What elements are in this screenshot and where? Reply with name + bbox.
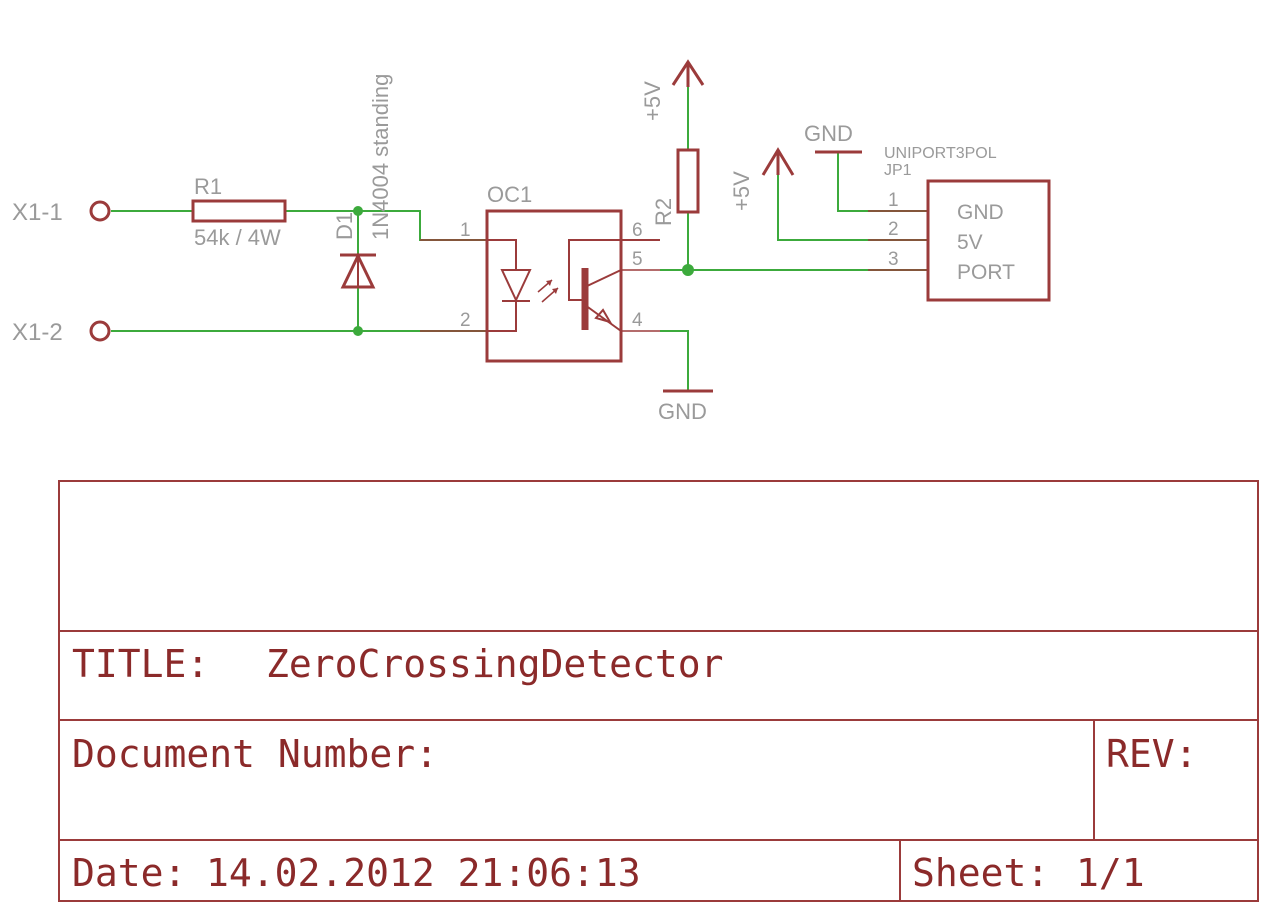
- gnd-label: GND: [804, 121, 853, 146]
- date-label: Date:: [72, 851, 186, 895]
- oc1-name: OC1: [487, 182, 532, 207]
- date-value: 14.02.2012 21:06:13: [206, 851, 641, 895]
- vcc-label: +5V: [640, 81, 665, 121]
- gnd-label: GND: [658, 399, 707, 424]
- oc1-pin-6: 6: [632, 220, 643, 241]
- oc1-pin-4: 4: [632, 310, 643, 331]
- sheet-value: 1/1: [1076, 851, 1145, 895]
- document-number-label: Document Number:: [72, 732, 438, 776]
- jp1-signal-5v: 5V: [957, 231, 983, 254]
- jp1-name: JP1: [884, 162, 912, 179]
- junction-dot: [682, 264, 694, 276]
- r1-name: R1: [194, 174, 222, 199]
- jp1-pin-2: 2: [888, 219, 899, 240]
- oc1-pin-2: 2: [460, 310, 471, 331]
- title-value: ZeroCrossingDetector: [266, 642, 724, 686]
- supply-5v-r2: +5V: [640, 59, 705, 121]
- terminal-x1-2[interactable]: X1-2: [12, 319, 111, 346]
- wires: [111, 87, 928, 390]
- oc1-pin-5: 5: [632, 249, 643, 270]
- jp1-part: UNIPORT3POL: [884, 145, 997, 162]
- terminal-label: X1-1: [12, 199, 63, 226]
- title-block: TITLE: ZeroCrossingDetector Document Num…: [58, 480, 1259, 902]
- wire-oc1-gnd: [660, 330, 689, 390]
- supply-5v-jp1: +5V: [729, 147, 795, 211]
- title-label: TITLE:: [72, 642, 209, 686]
- junction-dot: [353, 206, 363, 216]
- resistor-r2[interactable]: R2: [651, 148, 700, 226]
- terminal-label: X1-2: [12, 319, 63, 346]
- resistor-r1[interactable]: R1 54k / 4W: [191, 174, 287, 250]
- r1-value: 54k / 4W: [194, 225, 281, 250]
- jp1-pin-3: 3: [888, 249, 899, 270]
- junction-dot: [353, 326, 363, 336]
- ground-jp1: GND: [804, 121, 862, 154]
- ground-oc1: GND: [658, 389, 713, 424]
- jp1-signal-gnd: GND: [957, 201, 1004, 224]
- r2-name: R2: [651, 198, 676, 226]
- sheet-label: Sheet:: [912, 851, 1049, 895]
- optocoupler-oc1[interactable]: OC1 1 2 6 5 4: [420, 182, 660, 363]
- jp1-pin-1: 1: [888, 190, 899, 211]
- terminal-x1-1[interactable]: X1-1: [12, 199, 111, 226]
- connector-jp1[interactable]: UNIPORT3POL JP1 1 2 3 GND 5V PORT: [868, 145, 1051, 302]
- oc1-pin-1: 1: [460, 220, 471, 241]
- rev-label: REV:: [1106, 732, 1198, 776]
- d1-value: 1N4004 standing: [368, 74, 393, 240]
- d1-name: D1: [332, 212, 357, 240]
- diode-d1[interactable]: D1 1N4004 standing: [332, 74, 393, 289]
- jp1-signal-port: PORT: [957, 261, 1015, 284]
- vcc-label: +5V: [729, 171, 754, 211]
